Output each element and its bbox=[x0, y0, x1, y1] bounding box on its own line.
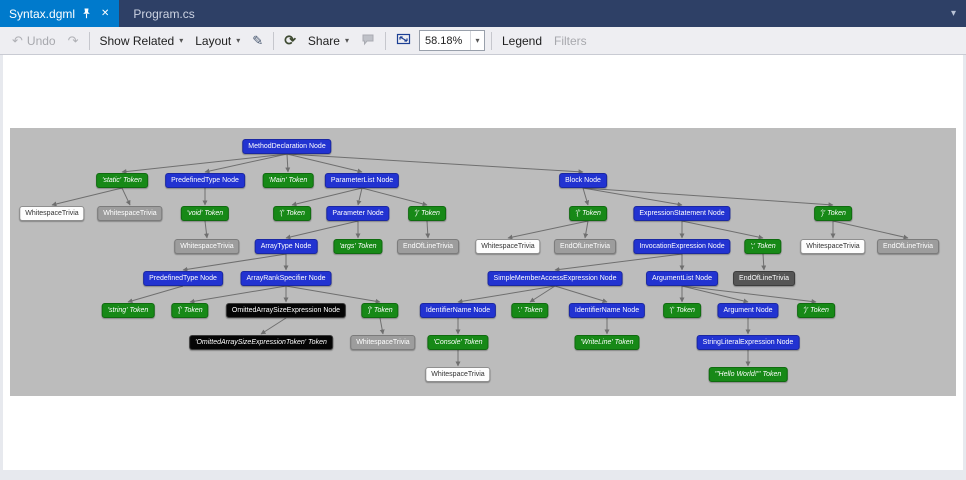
graph-node-argument[interactable]: Argument Node bbox=[717, 303, 779, 318]
graph-node-hello-world-token[interactable]: '"Hello World!"' Token bbox=[708, 367, 788, 382]
share-dropdown[interactable]: Share ▾ bbox=[302, 32, 355, 50]
chevron-down-icon: ▾ bbox=[236, 36, 241, 45]
graph-node-open-paren-1[interactable]: '(' Token bbox=[273, 206, 311, 221]
graph-node-open-bracket[interactable]: '[' Token bbox=[171, 303, 209, 318]
graph-node-close-bracket[interactable]: ']' Token bbox=[361, 303, 399, 318]
undo-icon: ↶ bbox=[12, 33, 23, 48]
graph-node-simple-member-access[interactable]: SimpleMemberAccessExpression Node bbox=[487, 271, 623, 286]
graph-node-semicolon-token[interactable]: ';' Token bbox=[744, 239, 782, 254]
graph-node-open-paren-2[interactable]: '(' Token bbox=[663, 303, 701, 318]
relayout-button[interactable]: ⟳ bbox=[278, 32, 302, 49]
refresh-icon: ⟳ bbox=[284, 32, 296, 48]
graph-node-expression-statement[interactable]: ExpressionStatement Node bbox=[633, 206, 731, 221]
graph-node-ws-3[interactable]: WhitespaceTrivia bbox=[174, 239, 240, 254]
toolbar-separator bbox=[490, 31, 492, 50]
graph-node-console-token[interactable]: 'Console' Token bbox=[427, 335, 489, 350]
graph-node-writeline-token[interactable]: 'WriteLine' Token bbox=[574, 335, 640, 350]
graph-node-argument-list[interactable]: ArgumentList Node bbox=[646, 271, 718, 286]
comment-button[interactable] bbox=[355, 31, 381, 51]
graph-node-main-token[interactable]: 'Main' Token bbox=[262, 173, 314, 188]
graph-edges-svg bbox=[51, 153, 909, 367]
toolbar-separator bbox=[384, 31, 386, 50]
tab-program-cs[interactable]: Program.cs bbox=[119, 0, 208, 27]
graph-node-ws-2[interactable]: WhitespaceTrivia bbox=[97, 206, 163, 221]
graph-node-close-paren-2[interactable]: ')' Token bbox=[797, 303, 835, 318]
graph-node-eol-2[interactable]: EndOfLineTrivia bbox=[554, 239, 616, 254]
zoom-value: 58.18% bbox=[424, 34, 463, 47]
graph-node-array-rank-specifier[interactable]: ArrayRankSpecifier Node bbox=[240, 271, 332, 286]
graph-node-parameter[interactable]: Parameter Node bbox=[326, 206, 390, 221]
graph-node-identifier-name-2[interactable]: IdentifierName Node bbox=[568, 303, 646, 318]
chevron-down-icon: ▾ bbox=[179, 36, 184, 45]
chevron-down-icon: ▾ bbox=[344, 36, 349, 45]
tab-label: Syntax.dgml bbox=[9, 6, 76, 21]
graph-node-args-token[interactable]: 'args' Token bbox=[333, 239, 383, 254]
show-related-dropdown[interactable]: Show Related ▾ bbox=[94, 32, 190, 50]
graph-node-predefined-type-1[interactable]: PredefinedType Node bbox=[165, 173, 245, 188]
graph-node-string-literal-expression[interactable]: StringLiteralExpression Node bbox=[696, 335, 800, 350]
graph-node-eol-4[interactable]: EndOfLineTrivia bbox=[733, 271, 795, 286]
graph-node-dot-token[interactable]: '.' Token bbox=[511, 303, 549, 318]
zoom-to-fit-icon bbox=[396, 32, 411, 49]
redo-button[interactable]: ↷ bbox=[62, 32, 85, 49]
redo-icon: ↷ bbox=[67, 33, 79, 48]
graph-node-block[interactable]: Block Node bbox=[559, 173, 607, 188]
graph-node-array-type[interactable]: ArrayType Node bbox=[254, 239, 318, 254]
graph-node-ws-5[interactable]: WhitespaceTrivia bbox=[800, 239, 866, 254]
graph-node-omitted-array-size[interactable]: OmittedArraySizeExpression Node bbox=[225, 303, 347, 318]
graph-node-method-decl[interactable]: MethodDeclaration Node bbox=[242, 139, 332, 154]
tab-label: Program.cs bbox=[133, 6, 195, 21]
toolbar-separator bbox=[88, 31, 90, 50]
share-label: Share bbox=[307, 33, 340, 48]
show-related-label: Show Related bbox=[99, 33, 175, 48]
pencil-icon: ✎ bbox=[252, 33, 264, 48]
toolbar-separator bbox=[273, 31, 275, 50]
graph-node-void-token[interactable]: 'void' Token bbox=[180, 206, 230, 221]
chevron-down-icon[interactable]: ▾ bbox=[469, 31, 484, 50]
graph-node-eol-1[interactable]: EndOfLineTrivia bbox=[397, 239, 459, 254]
undo-label: Undo bbox=[26, 33, 56, 48]
pin-icon[interactable] bbox=[82, 8, 91, 19]
undo-button[interactable]: ↶ Undo bbox=[6, 32, 62, 50]
zoom-to-fit-button[interactable] bbox=[390, 30, 417, 51]
graph-node-close-paren-1[interactable]: ')' Token bbox=[408, 206, 446, 221]
graph-node-open-brace[interactable]: '{' Token bbox=[569, 206, 607, 221]
graph-node-static-token[interactable]: 'static' Token bbox=[96, 173, 148, 188]
graph-node-eol-3[interactable]: EndOfLineTrivia bbox=[877, 239, 939, 254]
tab-syntax-dgml[interactable]: Syntax.dgml ✕ bbox=[0, 0, 120, 27]
graph-node-ws-4[interactable]: WhitespaceTrivia bbox=[475, 239, 541, 254]
layout-dropdown[interactable]: Layout ▾ bbox=[189, 32, 246, 50]
tab-bar-spacer bbox=[209, 0, 951, 27]
graph-node-ws-6[interactable]: WhitespaceTrivia bbox=[350, 335, 416, 350]
graph-node-identifier-name-1[interactable]: IdentifierName Node bbox=[419, 303, 497, 318]
graph-node-parameter-list[interactable]: ParameterList Node bbox=[324, 173, 400, 188]
comment-icon bbox=[361, 33, 375, 49]
filters-button[interactable]: Filters bbox=[548, 32, 593, 50]
graph-node-close-brace[interactable]: '}' Token bbox=[814, 206, 852, 221]
graph-node-predefined-type-2[interactable]: PredefinedType Node bbox=[143, 271, 223, 286]
close-icon[interactable]: ✕ bbox=[101, 7, 110, 19]
filters-label: Filters bbox=[554, 33, 587, 48]
legend-button[interactable]: Legend bbox=[496, 32, 548, 50]
legend-label: Legend bbox=[501, 33, 543, 48]
graph-node-ws-1[interactable]: WhitespaceTrivia bbox=[19, 206, 85, 221]
incremental-layout-button[interactable]: ✎ bbox=[246, 32, 269, 49]
graph-node-string-token[interactable]: 'string' Token bbox=[101, 303, 155, 318]
graph-node-invocation-expression[interactable]: InvocationExpression Node bbox=[633, 239, 731, 254]
graph-node-omitted-array-size-token[interactable]: 'OmittedArraySizeExpressionToken' Token bbox=[189, 335, 333, 350]
zoom-combobox[interactable]: 58.18% ▾ bbox=[418, 30, 485, 51]
graph-node-ws-7[interactable]: WhitespaceTrivia bbox=[425, 367, 491, 382]
layout-label: Layout bbox=[195, 33, 232, 48]
toolbar: ↶ Undo ↷ Show Related ▾ Layout ▾ ✎ ⟳ Sha… bbox=[0, 27, 966, 55]
tab-bar: Syntax.dgml ✕ Program.cs ▾ bbox=[0, 0, 966, 27]
tab-list-chevron-icon[interactable]: ▾ bbox=[950, 8, 956, 19]
